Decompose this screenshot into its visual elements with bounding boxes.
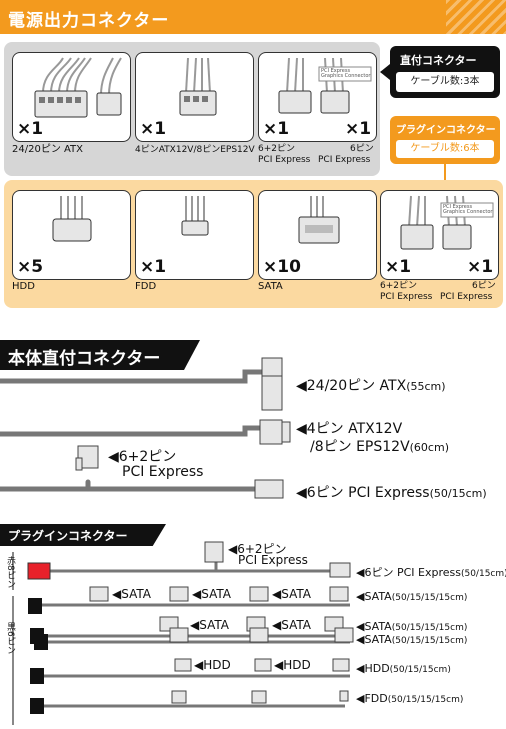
hdd-row-name: ◀HDD <box>356 662 390 675</box>
pcie-plugin-connector-image <box>400 195 494 250</box>
plugin-legend: プラグインコネクター ケーブル数:6本 <box>390 116 500 164</box>
direct-eps-name: /8ピン EPS12V <box>310 439 410 455</box>
fdd-connector-image <box>181 196 209 236</box>
pcie8-plugin-count: ×1 <box>385 257 412 277</box>
atx-caption: 24/20ピン ATX <box>12 144 84 155</box>
direct-eps-length: (60cm) <box>409 441 449 454</box>
pcie6-count: ×1 <box>345 119 372 139</box>
direct-pcie6-length: (50/15cm) <box>429 487 487 500</box>
sata-inline-label-4: ◀SATA <box>190 618 229 632</box>
sata-row-length-3: (50/15/15/15cm) <box>391 636 468 646</box>
eps-count: ×1 <box>140 119 167 139</box>
direct-atx-length: (55cm) <box>406 380 446 393</box>
direct-legend-count: ケーブル数:3本 <box>396 72 494 92</box>
atx-connector-image <box>34 57 122 118</box>
pcie6-plugin-count: ×1 <box>467 257 494 277</box>
sata-inline-label-2: ◀SATA <box>192 587 231 601</box>
plugin-pcie8-label-2: PCI Express <box>238 553 308 567</box>
pcie-plugin-tag: PCI Express Graphics Connector <box>443 204 493 215</box>
card-hdd: ×5 <box>12 190 131 280</box>
plugin-section-header: プラグインコネクター <box>0 524 166 546</box>
direct-section-header: 本体直付コネクター <box>0 340 200 370</box>
pcie-tag: PCI Express Graphics Connector <box>321 68 371 79</box>
fdd-count: ×1 <box>140 257 167 277</box>
hdd-inline-label-2: ◀HDD <box>274 658 311 672</box>
direct-pcie6-name: ◀6ピン PCI Express <box>296 485 430 501</box>
hdd-inline-label-1: ◀HDD <box>194 658 231 672</box>
eps-connector-image <box>179 57 217 116</box>
direct-atx-name: ◀24/20ピン ATX <box>296 378 407 394</box>
sata-row-name-2: ◀SATA <box>356 620 392 633</box>
direct-eps-label-1: ◀4ピン ATX12V <box>296 421 403 437</box>
plugin-section-title: プラグインコネクター <box>8 529 128 543</box>
plugin-pcie8-label-1: ◀6+2ピン <box>228 542 287 556</box>
sata-row-label-2: ◀SATA(50/15/15/15cm) <box>356 620 467 633</box>
pcie6-plugin-caption-2: PCI Express <box>440 292 493 302</box>
pcie8-plugin-caption-2: PCI Express <box>380 292 433 302</box>
hdd-count: ×5 <box>17 257 44 277</box>
pcie8-count: ×1 <box>263 119 290 139</box>
direct-legend-title: 直付コネクター <box>400 54 477 67</box>
direct-section-title: 本体直付コネクター <box>8 349 161 369</box>
pcie8-plugin-caption-1: 6+2ピン <box>380 281 417 291</box>
direct-pcie8-label-2: PCI Express <box>122 464 204 480</box>
plugin-pcie6-name: ◀6ピン PCI Express <box>356 566 461 579</box>
black-6pin-label: 黒6ピン <box>5 622 15 655</box>
pcie6-caption-1: 6ピン <box>350 144 374 154</box>
sata-inline-label-5: ◀SATA <box>272 618 311 632</box>
sata-row-label-1: ◀SATA(50/15/15/15cm) <box>356 590 467 603</box>
hdd-caption: HDD <box>12 281 35 292</box>
card-sata: ×10 <box>258 190 377 280</box>
sata-caption: SATA <box>258 281 283 292</box>
power-output-header: 電源出力コネクター <box>0 0 506 34</box>
fdd-caption: FDD <box>135 281 157 292</box>
direct-pcie6-label: ◀6ピン PCI Express(50/15cm) <box>296 482 487 502</box>
pcie-connector-image <box>278 57 372 114</box>
sata-row-length-1: (50/15/15/15cm) <box>391 593 468 603</box>
card-pcie-direct: PCI Express Graphics Connector ×1 ×1 <box>258 52 377 142</box>
pcie6-plugin-caption-1: 6ピン <box>472 281 496 291</box>
sata-connector-image <box>298 196 340 244</box>
direct-legend: 直付コネクター ケーブル数:3本 <box>390 46 500 98</box>
hdd-connector-image <box>52 196 92 242</box>
direct-eps-label-2: /8ピン EPS12V(60cm) <box>310 436 449 456</box>
atx-count: ×1 <box>17 119 44 139</box>
header-stripes <box>446 0 506 34</box>
sata-count: ×10 <box>263 257 301 277</box>
pcie6-caption-2: PCI Express <box>318 155 371 165</box>
sata-inline-label-3: ◀SATA <box>272 587 311 601</box>
direct-pcie8-label-1: ◀6+2ピン <box>108 449 177 465</box>
plugin-legend-count: ケーブル数:6本 <box>396 140 494 158</box>
direct-atx-label: ◀24/20ピン ATX(55cm) <box>296 375 446 395</box>
card-fdd: ×1 <box>135 190 254 280</box>
fdd-row-name: ◀FDD <box>356 692 388 705</box>
sata-row-length-2: (50/15/15/15cm) <box>391 623 468 633</box>
hdd-row-label: ◀HDD(50/15/15cm) <box>356 662 451 675</box>
fdd-row-label: ◀FDD(50/15/15/15cm) <box>356 692 463 705</box>
card-pcie-plugin: PCI Express Graphics Connector ×1 ×1 <box>380 190 499 280</box>
hdd-row-length: (50/15/15cm) <box>389 665 451 675</box>
card-eps: ×1 <box>135 52 254 142</box>
red-8pin-label: 赤8ピン <box>5 556 15 589</box>
pcie8-caption-2: PCI Express <box>258 155 311 165</box>
sata-row-name-1: ◀SATA <box>356 590 392 603</box>
fdd-row-length: (50/15/15/15cm) <box>387 695 464 705</box>
plugin-legend-title: プラグインコネクター <box>396 125 496 136</box>
eps-caption: 4ピンATX12V/8ピンEPS12V <box>135 145 255 155</box>
card-atx: ×1 <box>12 52 131 142</box>
sata-row-label-3: ◀SATA(50/15/15/15cm) <box>356 633 467 646</box>
page-title: 電源出力コネクター <box>8 11 170 31</box>
plugin-pcie6-length: (50/15cm) <box>460 569 506 579</box>
pcie8-caption-1: 6+2ピン <box>258 144 295 154</box>
plugin-pcie6-label: ◀6ピン PCI Express(50/15cm) <box>356 564 506 580</box>
sata-inline-label-1: ◀SATA <box>112 587 151 601</box>
sata-row-name-3: ◀SATA <box>356 633 392 646</box>
